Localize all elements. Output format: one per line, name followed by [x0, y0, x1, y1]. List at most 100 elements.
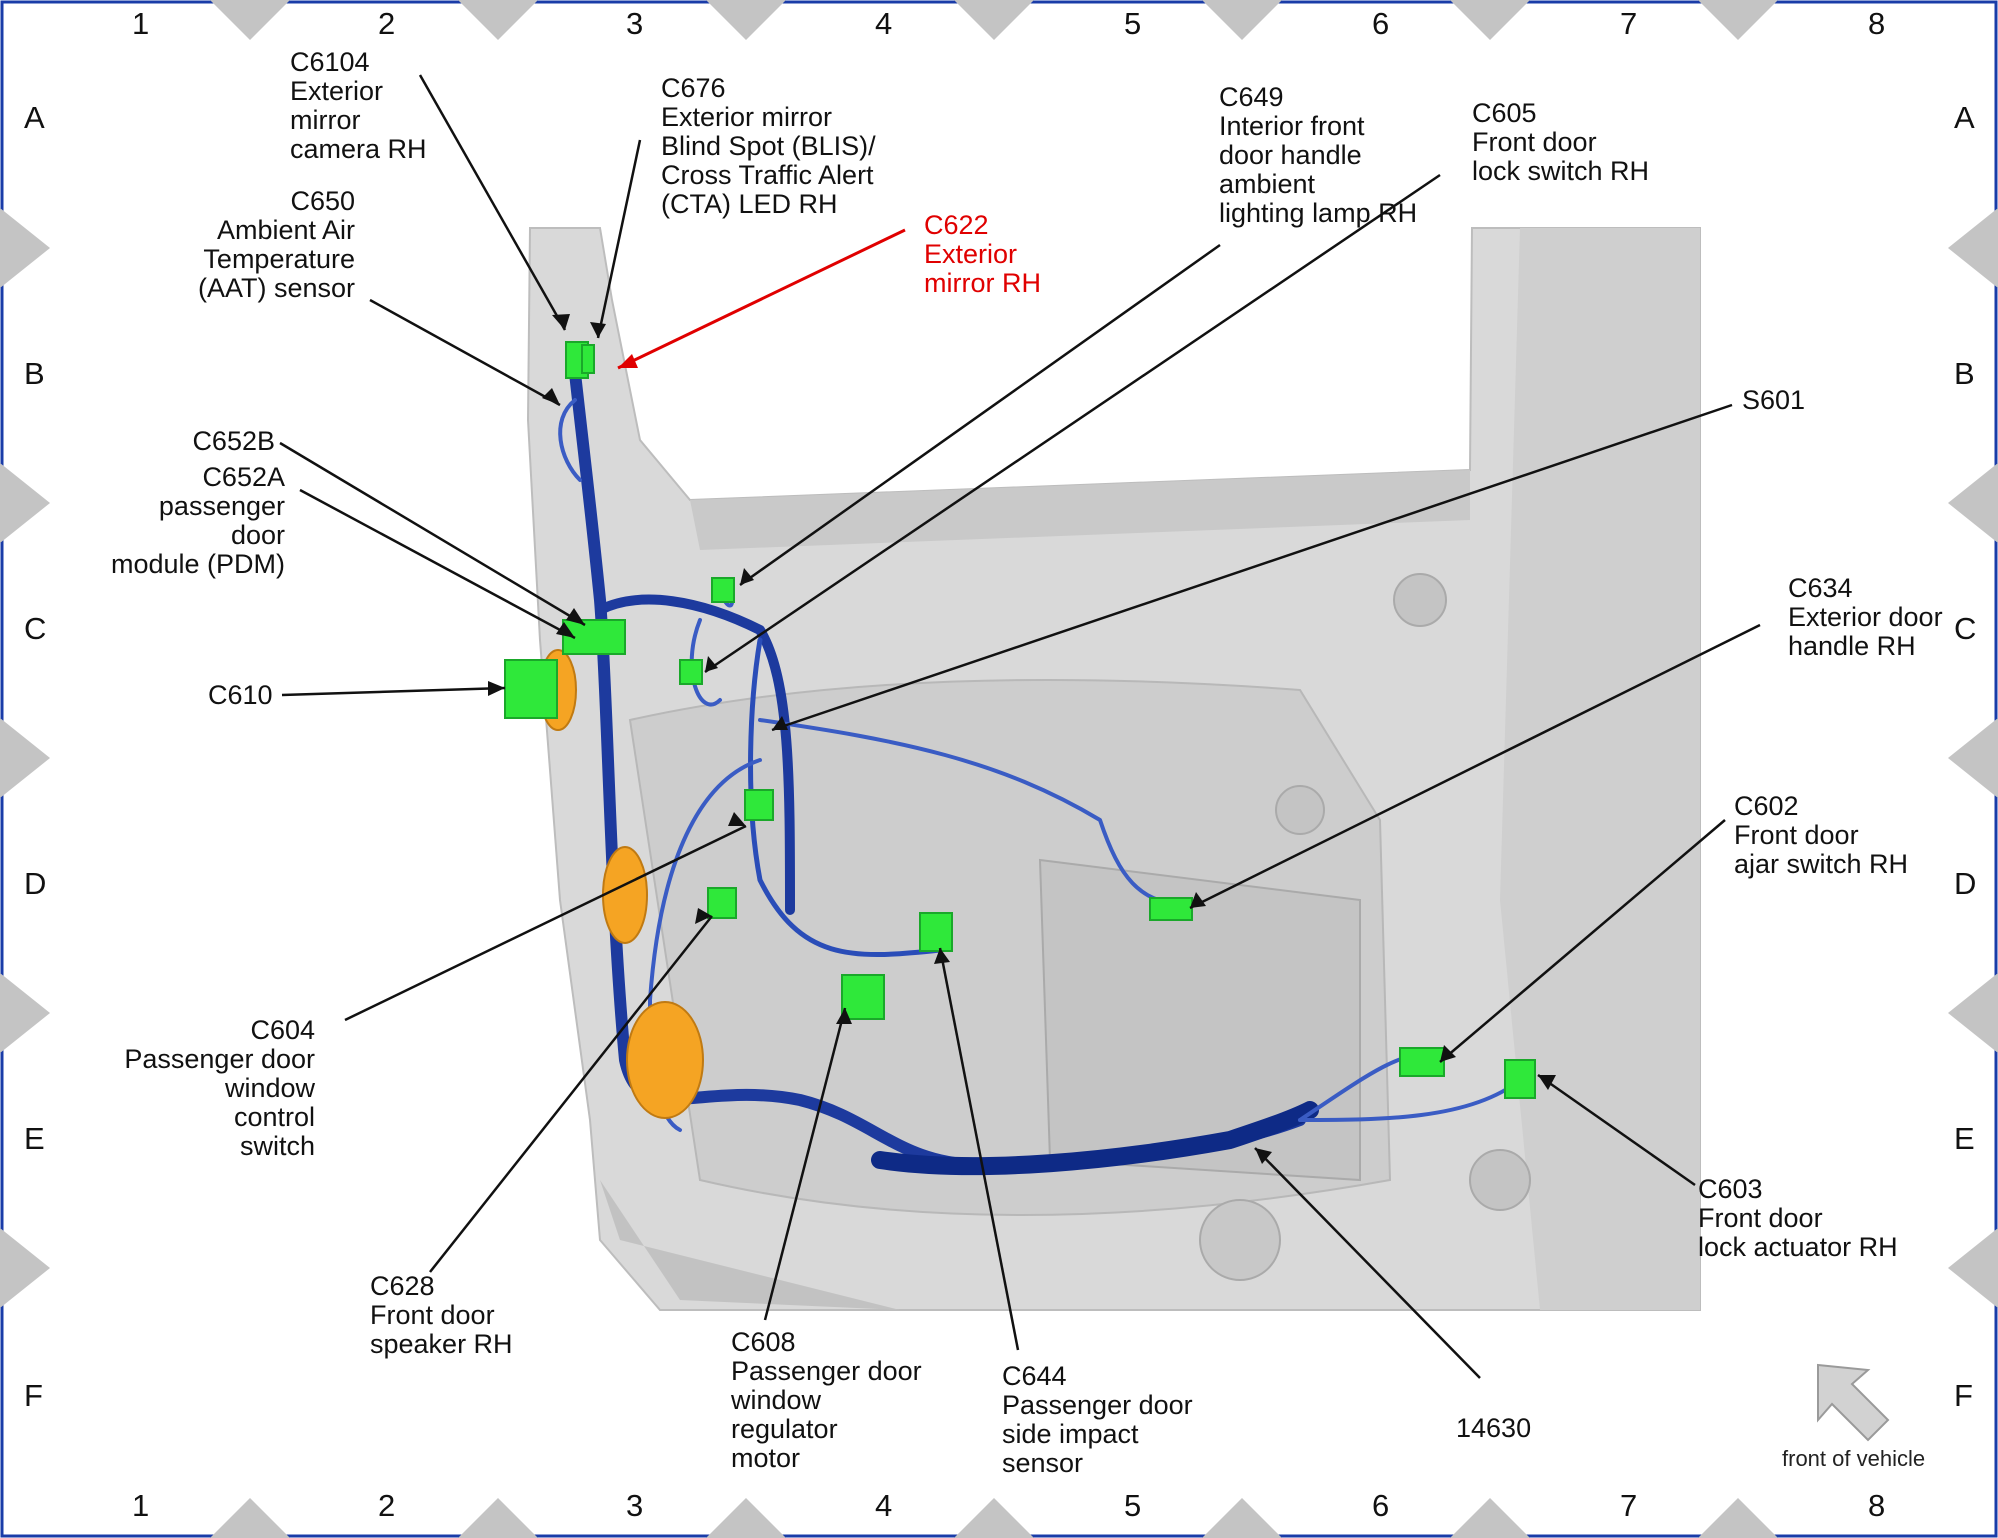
col-label-top-4: 4 — [875, 6, 893, 41]
label-c676-line1: C676 — [661, 73, 726, 103]
label-c604: C604 Passenger door window control switc… — [100, 1016, 315, 1161]
connector-c628[interactable] — [707, 887, 737, 919]
leader-c652a — [299, 488, 576, 640]
leader-c649 — [739, 243, 1221, 587]
leader-c628 — [429, 915, 713, 1273]
col-label-top-2: 2 — [378, 6, 396, 41]
label-c6104-line2: Exterior — [290, 76, 384, 106]
connectors — [504, 341, 1536, 1099]
label-c610: C610 — [208, 681, 273, 710]
leader-c610 — [281, 686, 506, 697]
label-c650: C650 Ambient Air Temperature (AAT) senso… — [155, 187, 355, 303]
col-label-top-8: 8 — [1868, 6, 1886, 41]
label-c649: C649 Interior front door handle ambient … — [1219, 83, 1417, 228]
label-c628-line3: speaker RH — [370, 1329, 513, 1359]
label-c652a-line2: passenger — [158, 491, 285, 521]
label-c6104-line4: camera RH — [290, 134, 427, 164]
label-c676-line4: Cross Traffic Alert — [661, 160, 874, 190]
label-c649-line3: door handle — [1219, 140, 1362, 170]
label-c604-line5: switch — [239, 1131, 315, 1161]
label-c608-line4: regulator — [731, 1414, 838, 1444]
row-label-right-b: B — [1954, 356, 1975, 391]
col-label-top-3: 3 — [626, 6, 644, 41]
leader-c644 — [938, 947, 1020, 1351]
leader-lines — [279, 74, 1761, 1379]
label-c605-line2: Front door — [1472, 127, 1597, 157]
speaker-parts — [539, 649, 704, 1119]
label-c676-line2: Exterior mirror — [661, 102, 833, 132]
label-c650-line1: C650 — [290, 186, 355, 216]
row-label-left-f: F — [24, 1378, 43, 1413]
connector-c608[interactable] — [841, 974, 885, 1020]
label-c676-line5: (CTA) LED RH — [661, 189, 838, 219]
label-c644-line4: sensor — [1002, 1448, 1084, 1478]
label-c649-line5: lighting lamp RH — [1219, 198, 1418, 228]
connector-c604[interactable] — [744, 789, 774, 821]
label-c649-line1: C649 — [1219, 82, 1284, 112]
row-label-right-f: F — [1954, 1378, 1973, 1413]
label-c603: C603 Front door lock actuator RH — [1698, 1175, 1898, 1262]
label-c605-line1: C605 — [1472, 98, 1537, 128]
label-c604-line4: control — [233, 1102, 315, 1132]
label-c610-line1: C610 — [208, 680, 273, 710]
label-c604-line1: C604 — [250, 1015, 315, 1045]
connector-c605[interactable] — [679, 659, 703, 685]
leader-c603 — [1537, 1073, 1696, 1187]
label-c604-line3: window — [224, 1073, 315, 1103]
label-c628-line1: C628 — [370, 1271, 435, 1301]
grid-markers-bottom — [210, 1498, 1778, 1538]
label-c634-line1: C634 — [1788, 573, 1853, 603]
col-label-top-5: 5 — [1124, 6, 1142, 41]
row-label-right-c: C — [1954, 611, 1977, 646]
label-c608-line5: motor — [731, 1443, 801, 1473]
label-14630: 14630 — [1456, 1414, 1531, 1443]
grid-markers-left — [0, 208, 50, 1308]
row-label-left-d: D — [24, 866, 47, 901]
label-c644-line1: C644 — [1002, 1361, 1067, 1391]
row-label-left-c: C — [24, 611, 47, 646]
label-c602-line3: ajar switch RH — [1734, 849, 1909, 879]
label-c644: C644 Passenger door side impact sensor — [1002, 1362, 1193, 1478]
front-of-vehicle-label: front of vehicle — [1782, 1446, 1926, 1471]
label-c649-line2: Interior front — [1219, 111, 1365, 141]
leader-c6104 — [418, 74, 567, 331]
label-c603-line1: C603 — [1698, 1174, 1763, 1204]
leader-c622-arrowhead — [618, 354, 638, 368]
label-c676-line3: Blind Spot (BLIS)/ — [661, 131, 876, 161]
label-c622-line1: C622 — [924, 210, 989, 240]
connector-c644[interactable] — [919, 912, 953, 952]
label-c644-line3: side impact — [1002, 1419, 1139, 1449]
label-c652a-line3: door — [230, 520, 285, 550]
col-label-bottom-2: 2 — [378, 1488, 396, 1523]
label-s601: S601 — [1742, 386, 1805, 415]
leader-c622 — [617, 228, 906, 370]
label-c622-line2: Exterior — [924, 239, 1018, 269]
label-c634-line2: Exterior door — [1788, 602, 1943, 632]
label-c628: C628 Front door speaker RH — [370, 1272, 513, 1359]
col-label-top-1: 1 — [132, 6, 150, 41]
label-c622-line3: mirror RH — [924, 268, 1041, 298]
label-14630-line1: 14630 — [1456, 1413, 1532, 1443]
label-c603-line2: Front door — [1698, 1203, 1823, 1233]
connector-c602[interactable] — [1399, 1047, 1445, 1077]
connector-c676[interactable] — [581, 344, 595, 374]
label-c652a: C652A passenger door module (PDM) — [95, 463, 285, 579]
leader-c604 — [344, 824, 747, 1022]
label-c605: C605 Front door lock switch RH — [1472, 99, 1649, 186]
label-c652a-line1: C652A — [202, 462, 285, 492]
connector-c634[interactable] — [1149, 897, 1193, 921]
connector-c603[interactable] — [1504, 1059, 1536, 1099]
label-c608-line2: Passenger door — [731, 1356, 922, 1386]
label-c608-line1: C608 — [731, 1327, 796, 1357]
leader-c650 — [369, 298, 561, 407]
leader-c634 — [1189, 623, 1761, 910]
label-c604-line2: Passenger door — [124, 1044, 315, 1074]
connector-c610[interactable] — [504, 659, 558, 719]
col-label-bottom-6: 6 — [1372, 1488, 1390, 1523]
label-c650-line4: (AAT) sensor — [197, 273, 355, 303]
connector-c649[interactable] — [711, 577, 735, 603]
label-c652b-line1: C652B — [192, 426, 275, 456]
leader-c652b — [279, 441, 586, 627]
col-label-bottom-5: 5 — [1124, 1488, 1142, 1523]
